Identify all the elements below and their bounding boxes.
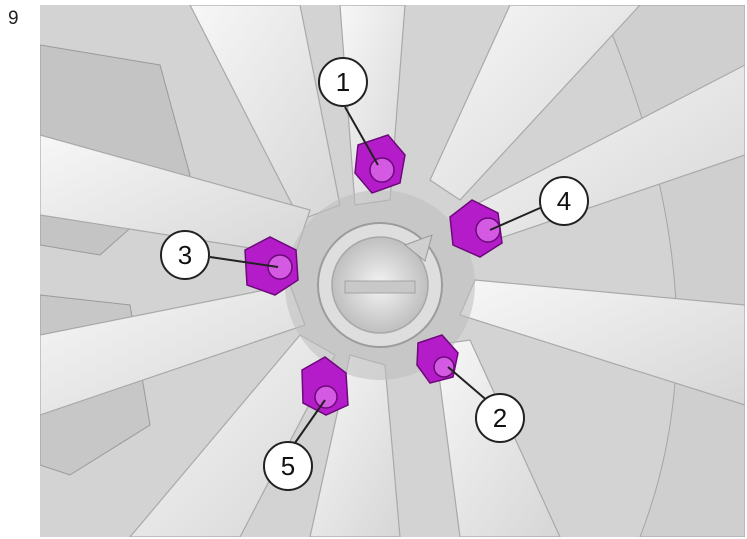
callout-2: 2 — [476, 394, 524, 442]
callout-1-label: 1 — [336, 67, 350, 97]
callout-4-label: 4 — [557, 186, 571, 216]
wheel-illustration: 1 2 3 4 5 — [40, 5, 745, 537]
callout-3-label: 3 — [178, 240, 192, 270]
callout-3: 3 — [161, 231, 209, 279]
callout-2-label: 2 — [493, 403, 507, 433]
brand-logo-bar — [345, 281, 415, 293]
callout-5-label: 5 — [281, 451, 295, 481]
step-number: 9 — [8, 8, 19, 30]
callout-1: 1 — [319, 58, 367, 106]
callout-5: 5 — [264, 442, 312, 490]
callout-4: 4 — [540, 177, 588, 225]
